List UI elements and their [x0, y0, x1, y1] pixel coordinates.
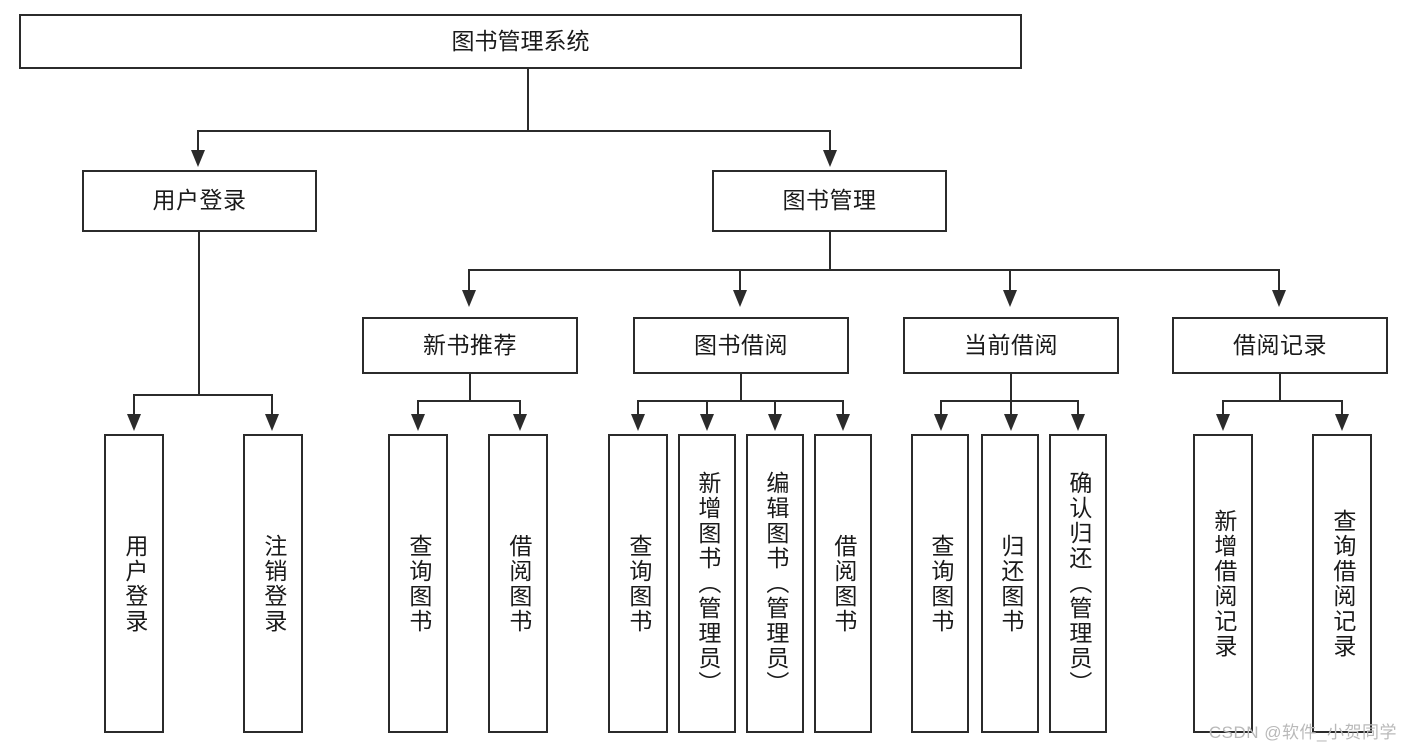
- arrowhead-level3-3: [1003, 290, 1017, 307]
- node-label: 图书借阅: [694, 331, 788, 358]
- connector-borrow-records-drop-1: [1222, 400, 1224, 417]
- node-label: 借阅图书: [505, 533, 532, 634]
- connector-new-book-drop-2: [519, 400, 521, 417]
- node-label: 用户登录: [121, 533, 148, 634]
- connector-book-borrow-drop-2: [706, 400, 708, 417]
- arrowhead-leaf-7: [768, 414, 782, 431]
- connector-level2-drop-2: [829, 130, 831, 153]
- node-current-borrowing[interactable]: 当前借阅: [903, 317, 1119, 374]
- connector-book-borrow-bus: [637, 400, 844, 402]
- connector-book-borrow-drop-3: [774, 400, 776, 417]
- leaf-node-add-borrow-record[interactable]: 新增借阅记录: [1193, 434, 1253, 733]
- connector-level3-drop-4: [1278, 269, 1280, 293]
- node-label: 新增借阅记录: [1210, 508, 1237, 659]
- node-label: 当前借阅: [964, 331, 1058, 358]
- connector-borrow-records-stem: [1279, 374, 1281, 401]
- node-label: 查询借阅记录: [1329, 508, 1356, 659]
- arrowhead-leaf-4: [513, 414, 527, 431]
- connector-current-borrow-drop-2: [1010, 400, 1012, 417]
- arrowhead-level3-1: [462, 290, 476, 307]
- arrowhead-leaf-3: [411, 414, 425, 431]
- leaf-node-edit-book-admin[interactable]: 编辑图书（管理员）: [746, 434, 804, 733]
- connector-level3-bus: [468, 269, 1280, 271]
- leaf-node-user-login[interactable]: 用户登录: [104, 434, 164, 733]
- node-user-login[interactable]: 用户登录: [82, 170, 317, 232]
- leaf-node-add-book-admin[interactable]: 新增图书（管理员）: [678, 434, 736, 733]
- connector-user-login-stem: [198, 232, 200, 395]
- arrowhead-level2-1: [191, 150, 205, 167]
- leaf-node-return-book[interactable]: 归还图书: [981, 434, 1039, 733]
- connector-book-borrow-drop-4: [842, 400, 844, 417]
- connector-new-book-bus: [417, 400, 521, 402]
- arrowhead-leaf-9: [934, 414, 948, 431]
- node-label: 查询图书: [927, 533, 954, 634]
- node-label: 图书管理: [782, 187, 877, 214]
- leaf-node-confirm-return-admin[interactable]: 确认归还（管理员）: [1049, 434, 1107, 733]
- arrowhead-leaf-13: [1335, 414, 1349, 431]
- arrowhead-leaf-10: [1004, 414, 1018, 431]
- connector-current-borrow-drop-3: [1077, 400, 1079, 417]
- arrowhead-level3-2: [733, 290, 747, 307]
- leaf-node-query-book-borrow[interactable]: 查询图书: [608, 434, 668, 733]
- connector-book-borrow-stem: [740, 374, 742, 401]
- connector-level3-drop-3: [1009, 269, 1011, 293]
- connector-user-login-drop-1: [133, 394, 135, 417]
- connector-current-borrow-bus: [940, 400, 1079, 402]
- arrowhead-leaf-2: [265, 414, 279, 431]
- node-label: 编辑图书（管理员）: [762, 471, 789, 696]
- connector-level2-bus: [197, 130, 831, 132]
- leaf-node-borrow-book-rec[interactable]: 借阅图书: [488, 434, 548, 733]
- connector-user-login-bus: [133, 394, 273, 396]
- leaf-node-query-book-rec[interactable]: 查询图书: [388, 434, 448, 733]
- arrowhead-level2-2: [823, 150, 837, 167]
- connector-book-borrow-drop-1: [637, 400, 639, 417]
- node-label: 新书推荐: [423, 331, 517, 358]
- arrowhead-leaf-5: [631, 414, 645, 431]
- leaf-node-borrow-book[interactable]: 借阅图书: [814, 434, 872, 733]
- node-root-book-management-system[interactable]: 图书管理系统: [19, 14, 1022, 69]
- leaf-node-query-borrow-record[interactable]: 查询借阅记录: [1312, 434, 1372, 733]
- node-label: 归还图书: [997, 533, 1024, 634]
- node-label: 新增图书（管理员）: [694, 471, 721, 696]
- arrowhead-leaf-12: [1216, 414, 1230, 431]
- node-label: 借阅图书: [830, 533, 857, 634]
- arrowhead-level3-4: [1272, 290, 1286, 307]
- leaf-node-logout[interactable]: 注销登录: [243, 434, 303, 733]
- connector-book-management-stem: [829, 232, 831, 271]
- arrowhead-leaf-11: [1071, 414, 1085, 431]
- node-label: 查询图书: [405, 533, 432, 634]
- node-label: 查询图书: [625, 533, 652, 634]
- connector-borrow-records-bus: [1222, 400, 1342, 402]
- connector-level3-drop-2: [739, 269, 741, 293]
- node-label: 注销登录: [260, 533, 287, 634]
- node-label: 图书管理系统: [451, 27, 590, 54]
- connector-current-borrow-stem: [1010, 374, 1012, 401]
- node-book-management[interactable]: 图书管理: [712, 170, 947, 232]
- node-label: 用户登录: [152, 187, 247, 214]
- node-new-book-recommendation[interactable]: 新书推荐: [362, 317, 578, 374]
- connector-root-stem: [527, 69, 529, 131]
- arrowhead-leaf-8: [836, 414, 850, 431]
- connector-level2-drop-1: [197, 130, 199, 153]
- csdn-watermark: CSDN @软件_小贺同学: [1208, 723, 1397, 742]
- connector-new-book-drop-1: [417, 400, 419, 417]
- connector-user-login-drop-2: [271, 394, 273, 417]
- arrowhead-leaf-1: [127, 414, 141, 431]
- arrowhead-leaf-6: [700, 414, 714, 431]
- leaf-node-query-book-current[interactable]: 查询图书: [911, 434, 969, 733]
- node-book-borrowing[interactable]: 图书借阅: [633, 317, 849, 374]
- connector-current-borrow-drop-1: [940, 400, 942, 417]
- node-label: 确认归还（管理员）: [1065, 471, 1092, 696]
- node-borrowing-records[interactable]: 借阅记录: [1172, 317, 1388, 374]
- node-label: 借阅记录: [1233, 331, 1327, 358]
- connector-borrow-records-drop-2: [1341, 400, 1343, 417]
- connector-level3-drop-1: [468, 269, 470, 293]
- connector-new-book-stem: [469, 374, 471, 401]
